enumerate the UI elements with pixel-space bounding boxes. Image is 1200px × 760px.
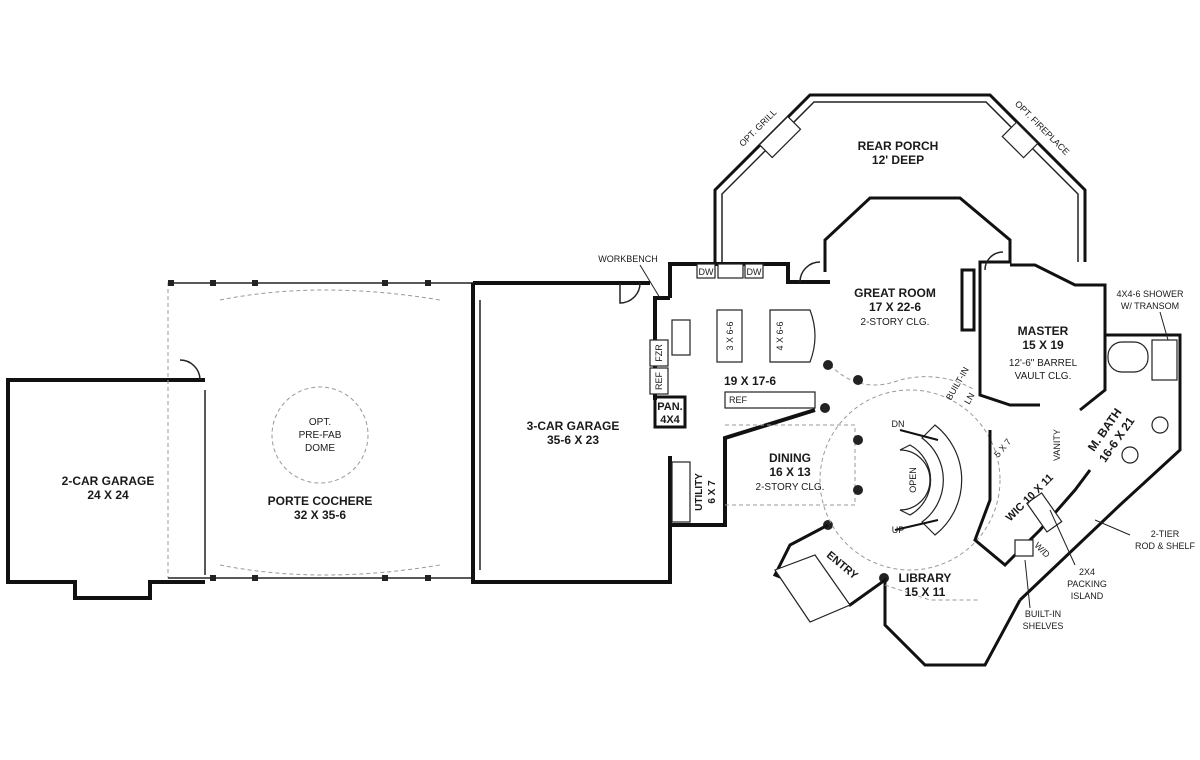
dw-label-2: DW <box>747 267 762 277</box>
washer-dryer-icon <box>1014 539 1034 557</box>
vanity-label: VANITY <box>1052 429 1062 461</box>
up-arrow-icon <box>894 519 939 531</box>
dome-line1: OPT. <box>309 417 331 428</box>
dining-note: 2-STORY CLG. <box>756 482 825 493</box>
packing-island-line2: PACKING <box>1067 579 1107 589</box>
wc-size: 5 X 7 <box>992 437 1013 460</box>
dome-line2: PRE-FAB <box>299 430 342 441</box>
shower-icon <box>1151 339 1178 381</box>
grill-icon <box>758 115 802 159</box>
dining-name: DINING <box>769 451 811 465</box>
callout-leaders <box>639 264 1169 609</box>
ref-label-2: REF <box>729 395 748 405</box>
pantry-name: PAN. <box>657 401 682 413</box>
kitchen <box>649 262 830 527</box>
garage2-name: 2-CAR GARAGE <box>62 474 155 488</box>
pantry-size: 4X4 <box>660 414 680 426</box>
great-room-size: 17 X 22-6 <box>869 300 921 314</box>
rear-porch <box>713 93 1087 262</box>
two-car-garage <box>6 378 206 600</box>
great-room-name: GREAT ROOM <box>854 286 936 300</box>
curved-stair <box>819 389 1001 571</box>
built-in-shelves-line2: SHELVES <box>1023 621 1064 631</box>
master-note2: VAULT CLG. <box>1015 371 1072 382</box>
rod-shelf-line1: 2-TIER <box>1151 529 1180 539</box>
garage3-size: 35-6 X 23 <box>547 433 599 447</box>
fzr-label: FZR <box>654 344 664 362</box>
dn-label: DN <box>892 419 905 429</box>
shower-line1: 4X4-6 SHOWER <box>1116 289 1184 299</box>
porte-cochere-name: PORTE COCHERE <box>268 494 373 508</box>
up-label: UP <box>892 525 905 535</box>
porte-cochere <box>167 280 474 581</box>
kitchen-island-1 <box>716 309 743 363</box>
utility-size: 6 X 7 <box>707 480 718 504</box>
built-in-shelves-line1: BUILT-IN <box>1025 609 1061 619</box>
dome-outline <box>271 386 369 484</box>
island2-label: 4 X 6-6 <box>775 321 785 350</box>
fireplace-icon <box>1001 121 1039 159</box>
kitchen-island-2 <box>769 309 816 363</box>
dining-outline <box>725 424 856 506</box>
rear-porch-size: 12' DEEP <box>872 153 924 167</box>
great-room <box>820 196 1012 583</box>
doors <box>179 251 1004 381</box>
dome-line3: DOME <box>305 443 335 454</box>
open-label: OPEN <box>908 467 918 493</box>
fireplace-icon <box>960 268 976 332</box>
garage2-size: 24 X 24 <box>87 488 129 502</box>
great-room-note: 2-STORY CLG. <box>861 317 930 328</box>
utility-name: UTILITY <box>694 473 705 511</box>
packing-island-line3: ISLAND <box>1071 591 1104 601</box>
packing-island-line1: 2X4 <box>1079 567 1095 577</box>
down-arrow-icon <box>899 429 939 441</box>
ref-label-1: REF <box>654 371 664 390</box>
shower-line2: W/ TRANSOM <box>1121 301 1179 311</box>
ln-label: LN <box>962 391 976 406</box>
rear-porch-name: REAR PORCH <box>858 139 939 153</box>
kitchen-size: 19 X 17-6 <box>724 374 776 388</box>
rod-shelf-line2: ROD & SHELF <box>1135 541 1196 551</box>
dw-label-1: DW <box>699 267 714 277</box>
master-name: MASTER <box>1018 324 1069 338</box>
wd-label: W/D <box>1032 540 1052 560</box>
master-note1: 12'-6" BARREL <box>1009 358 1078 369</box>
master-size: 15 X 19 <box>1022 338 1064 352</box>
entry-steps <box>774 554 851 623</box>
porte-cochere-size: 32 X 35-6 <box>294 508 346 522</box>
island1-label: 3 X 6-6 <box>725 321 735 350</box>
dining-size: 16 X 13 <box>769 465 811 479</box>
workbench-label: WORKBENCH <box>598 254 658 264</box>
library-size: 15 X 11 <box>905 585 946 599</box>
garage3-name: 3-CAR GARAGE <box>527 419 620 433</box>
library-entry <box>772 523 1022 667</box>
master-suite <box>973 263 1182 602</box>
library-name: LIBRARY <box>899 571 952 585</box>
